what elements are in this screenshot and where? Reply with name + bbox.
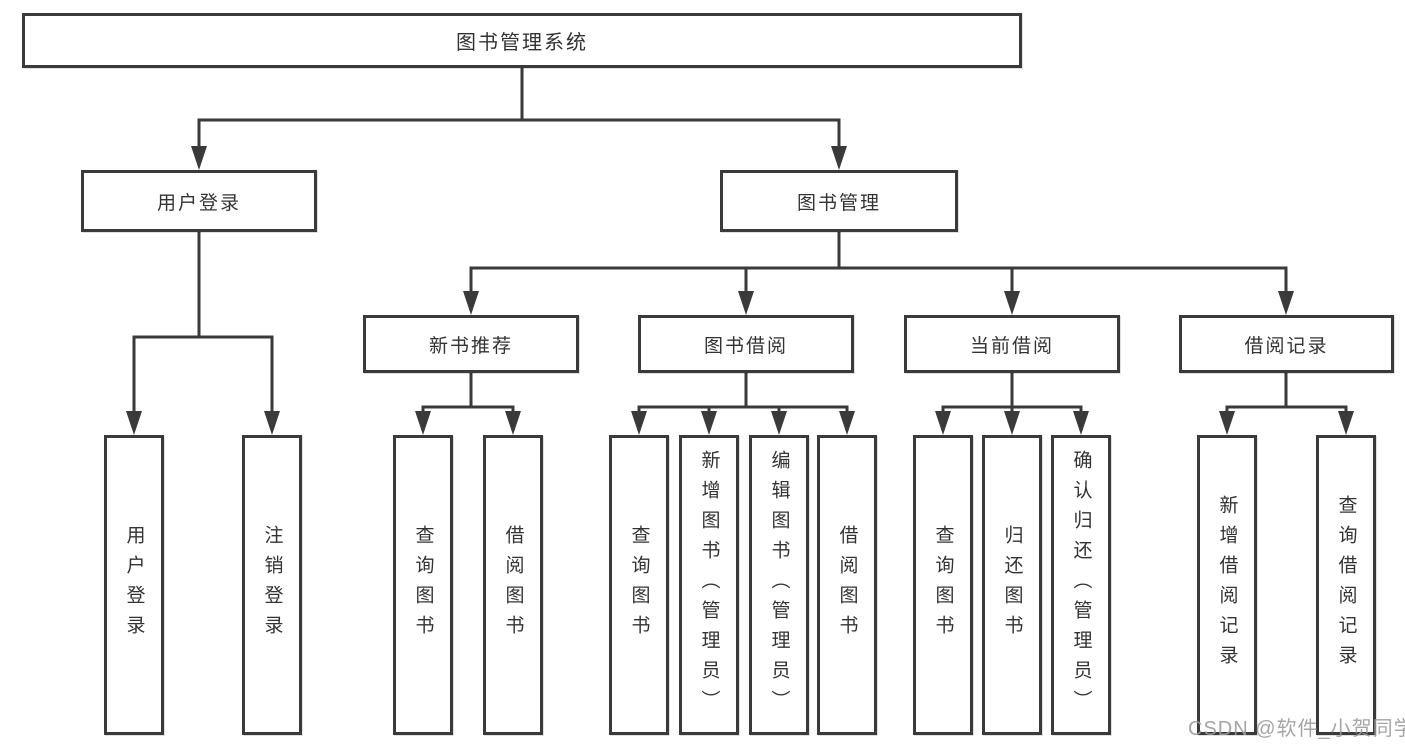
arrowhead-leaf-return-book — [1004, 411, 1020, 435]
arrowhead-book-borrowing — [738, 291, 754, 315]
arrowhead-leaf-confirm-return — [1073, 411, 1089, 435]
leaf-confirm-return-admin: 确认归还（管理员） — [1051, 435, 1111, 735]
arrowhead-leaf-query-borrow-record — [1338, 411, 1354, 435]
leaf-query-borrow-record: 查询借阅记录 — [1316, 435, 1376, 735]
leaf-add-borrow-record: 新增借阅记录 — [1197, 435, 1257, 735]
node-library-management-system: 图书管理系统 — [22, 13, 1022, 68]
arrowhead-leaf-add-borrow-record — [1219, 411, 1235, 435]
leaf-borrow-books-2: 借阅图书 — [817, 435, 877, 735]
arrowhead-leaf-query-books-3 — [935, 411, 951, 435]
edge-book-management-children — [469, 230, 1288, 296]
edge-borrowing-records-children — [1225, 371, 1348, 418]
leaf-borrow-books-1: 借阅图书 — [483, 435, 543, 735]
leaf-logout: 注销登录 — [242, 435, 302, 735]
arrowhead-leaf-borrow-books-2 — [839, 411, 855, 435]
node-book-borrowing: 图书借阅 — [638, 315, 854, 373]
edge-new-book-children — [421, 371, 515, 418]
arrowhead-leaf-edit-book — [771, 411, 787, 435]
arrowhead-leaf-query-books-2 — [631, 411, 647, 435]
arrowhead-borrowing-records — [1278, 291, 1294, 315]
leaf-add-book-admin: 新增图书（管理员） — [679, 435, 739, 735]
arrowhead-leaf-add-book — [701, 411, 717, 435]
node-new-book-recommendation: 新书推荐 — [363, 315, 579, 373]
node-book-management: 图书管理 — [720, 170, 958, 232]
edge-current-borrowing-children — [941, 371, 1083, 418]
edge-book-borrowing-children — [637, 371, 849, 418]
edge-root-to-level2 — [197, 66, 841, 152]
csdn-watermark: CSDN @软件_小贺同学 — [1188, 718, 1405, 740]
node-user-login: 用户登录 — [81, 170, 317, 232]
arrowhead-leaf-borrow-books-1 — [505, 411, 521, 435]
arrowhead-user-login — [191, 146, 207, 170]
node-current-borrowing: 当前借阅 — [904, 315, 1120, 373]
leaf-user-login: 用户登录 — [104, 435, 164, 735]
edge-user-login-children — [132, 230, 274, 416]
arrowhead-new-book-recommendation — [463, 291, 479, 315]
arrowhead-leaf-query-books-1 — [415, 411, 431, 435]
arrowhead-book-management — [831, 146, 847, 170]
arrowhead-leaf-logout — [264, 411, 280, 435]
arrowhead-current-borrowing — [1004, 291, 1020, 315]
node-borrowing-records: 借阅记录 — [1179, 315, 1394, 373]
leaf-return-book: 归还图书 — [982, 435, 1042, 735]
leaf-query-books-1: 查询图书 — [393, 435, 453, 735]
leaf-query-books-3: 查询图书 — [913, 435, 973, 735]
leaf-query-books-2: 查询图书 — [609, 435, 669, 735]
arrowhead-leaf-user-login — [126, 411, 142, 435]
leaf-edit-book-admin: 编辑图书（管理员） — [749, 435, 809, 735]
